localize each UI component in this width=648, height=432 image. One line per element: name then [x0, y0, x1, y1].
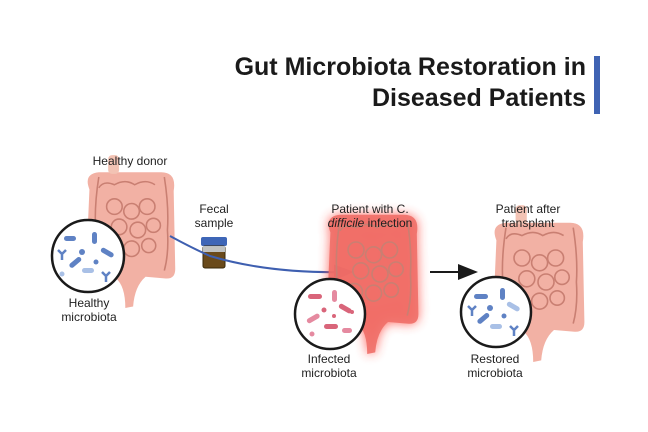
species-name: difficile — [327, 216, 365, 230]
diagram-title: Gut Microbiota Restoration in Diseased P… — [146, 52, 586, 114]
title-line-2: Diseased Patients — [372, 84, 586, 112]
infected-microbiota-magnifier-icon — [293, 277, 367, 351]
restored-gut-icon — [492, 205, 586, 363]
infected-microbiota-label: Infected microbiota — [301, 352, 357, 380]
healthy-donor-label: Healthy donor — [92, 154, 168, 168]
healthy-microbiota-label: Healthy microbiota — [61, 296, 117, 324]
restored-microbiota-magnifier-icon — [459, 275, 533, 349]
patient-after-label: Patient after transplant — [495, 202, 561, 230]
restored-microbiota-label: Restored microbiota — [467, 352, 523, 380]
title-accent-bar — [594, 56, 600, 114]
patient-infection-label: Patient with C. difficile infection — [327, 202, 413, 230]
transfer-arrow — [169, 235, 354, 281]
fecal-sample-label: Fecal sample — [194, 202, 234, 230]
fecal-sample-jar-icon — [201, 237, 227, 269]
healthy-gut-icon — [85, 155, 177, 309]
title-line-1: Gut Microbiota Restoration in — [234, 53, 586, 81]
healthy-microbiota-magnifier-icon — [50, 218, 126, 294]
